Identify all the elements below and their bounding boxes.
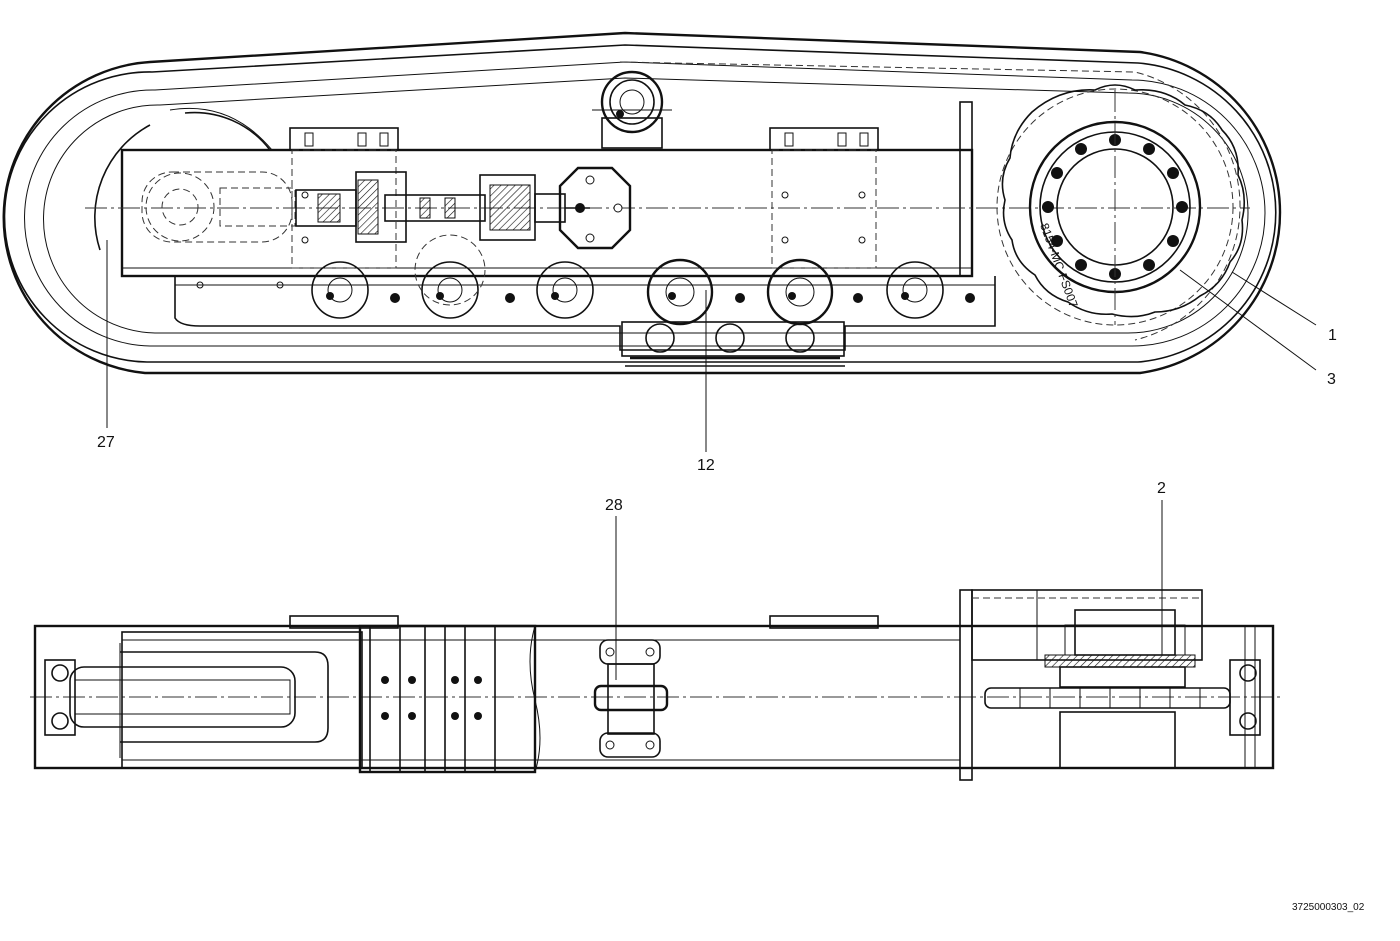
chain-section (358, 624, 541, 774)
callout-leaders-bottom (615, 500, 1163, 680)
callout-12: 12 (697, 457, 715, 474)
callout-2: 2 (1157, 480, 1166, 497)
idler-wheel (94, 107, 296, 251)
track-chain-outline (2, 31, 1282, 375)
side-elevation-view: 8154-MC-FS007 (2, 31, 1317, 452)
sprocket-marking: 8154-MC-FS007 (1037, 221, 1081, 309)
sprocket-bolt-circle (1042, 134, 1188, 280)
roller-2 (414, 234, 486, 319)
roller-4 (646, 258, 714, 326)
roller-5 (766, 258, 834, 326)
track-roller-plan (593, 639, 669, 758)
idler-plan (44, 643, 329, 758)
track-tensioner (295, 166, 632, 250)
roller-6 (886, 261, 944, 319)
plan-view (30, 500, 1280, 781)
callout-1: 1 (1328, 327, 1337, 344)
callout-leaders-top (106, 240, 1317, 452)
track-frame (85, 101, 1250, 278)
drive-motor-plan (959, 589, 1261, 781)
callout-27: 27 (97, 434, 115, 451)
drive-sprocket: 8154-MC-FS007 (996, 84, 1246, 326)
document-id: 3725000303_02 (1292, 902, 1365, 913)
callout-3: 3 (1327, 371, 1336, 388)
callout-28: 28 (605, 497, 623, 514)
callout-labels: 1 3 27 12 2 28 (97, 327, 1337, 514)
carrier-roller (592, 70, 672, 149)
roller-3 (536, 261, 594, 319)
bottom-rollers (174, 234, 996, 367)
roller-1 (311, 261, 369, 319)
